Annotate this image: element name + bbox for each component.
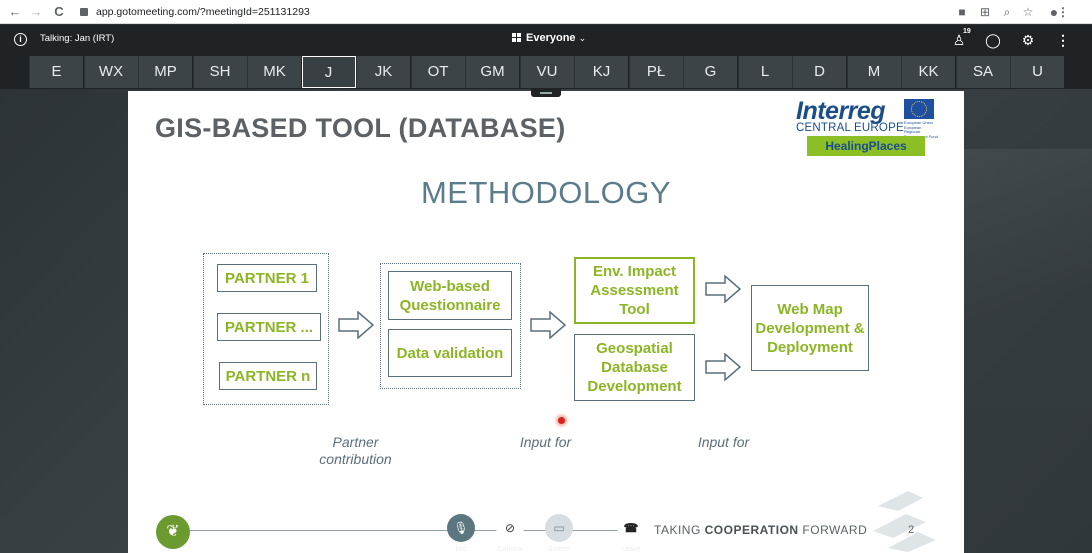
chat-icon[interactable]: ◯ xyxy=(985,32,1001,48)
flow-arrow xyxy=(705,353,741,381)
grid-icon xyxy=(512,33,521,42)
audience-selector[interactable]: Everyone ⌄ xyxy=(512,32,586,44)
participant-tile[interactable]: U xyxy=(1010,56,1064,88)
camera-off-button[interactable]: ⊘ xyxy=(496,514,524,542)
validation-box: Data validation xyxy=(388,329,512,377)
camera-label: Camera xyxy=(497,546,523,553)
partner-box: PARTNER 1 xyxy=(217,264,317,292)
interreg-logo: Interreg xyxy=(796,97,886,125)
decorative-birds-icon xyxy=(873,491,936,552)
participant-tile[interactable]: VU xyxy=(519,56,574,88)
participant-tile[interactable]: KK xyxy=(901,56,955,88)
url-text: app.gotomeeting.com/?meetingId=251131293 xyxy=(96,6,310,18)
participant-tile[interactable]: WX xyxy=(83,56,138,88)
participant-tile[interactable]: MP xyxy=(138,56,192,88)
participant-tile[interactable]: SA xyxy=(955,56,1010,88)
geodatabase-box: Geospatial Database Development xyxy=(574,334,695,401)
questionnaire-box: Web-based Questionnaire xyxy=(388,271,512,320)
participant-tile[interactable]: E xyxy=(29,56,83,88)
reload-icon[interactable]: C xyxy=(54,4,64,19)
participant-tile[interactable]: J xyxy=(301,56,356,88)
collection-group xyxy=(380,263,521,389)
participant-count: 19 xyxy=(963,28,971,35)
slide-heading: METHODOLOGY xyxy=(420,175,672,210)
eu-flag-icon xyxy=(904,99,934,119)
leave-button[interactable]: ☎ xyxy=(617,514,645,542)
laser-pointer xyxy=(558,417,565,424)
browser-toolbar: ← → C app.gotomeeting.com/?meetingId=251… xyxy=(0,0,1092,24)
translate-icon[interactable]: ⊞ xyxy=(979,5,991,19)
more-icon[interactable]: ⋮ xyxy=(1056,32,1070,48)
participant-tile[interactable]: GM xyxy=(465,56,519,88)
menu-icon[interactable]: ⋮ xyxy=(1057,5,1069,19)
partner-box: PARTNER ... xyxy=(217,313,321,341)
participant-tile[interactable]: L xyxy=(737,56,792,88)
participants-icon[interactable]: ♙ xyxy=(952,32,966,48)
chevron-down-icon: ⌄ xyxy=(578,33,587,43)
forward-icon[interactable]: → xyxy=(29,4,43,19)
flow-arrow xyxy=(705,275,741,303)
participant-tile[interactable]: OT xyxy=(410,56,465,88)
slide-title: GIS-BASED TOOL (DATABASE) xyxy=(155,113,566,143)
leaf-logo-icon: ❦ xyxy=(156,515,190,549)
slide-drag-handle[interactable] xyxy=(531,89,561,97)
caption-partner: Partner contribution xyxy=(319,434,392,467)
impact-tool-box: Env. Impact Assessment Tool xyxy=(574,257,695,324)
screen-share-button[interactable]: ▭ xyxy=(545,514,573,542)
participant-tile[interactable]: PŁ xyxy=(628,56,683,88)
page-number: 2 xyxy=(908,524,915,536)
back-icon[interactable]: ← xyxy=(8,4,22,19)
participant-tile[interactable]: G xyxy=(683,56,737,88)
footer-line xyxy=(188,530,618,531)
participant-tile[interactable]: MK xyxy=(247,56,301,88)
meeting-top-bar: i Talking: Jan (IRT) Everyone ⌄ ♙ 19 ◯ ⚙… xyxy=(0,25,1092,55)
camera-icon[interactable]: ■ xyxy=(958,5,966,19)
participant-tile[interactable]: JK xyxy=(356,56,410,88)
partners-group xyxy=(203,253,329,405)
flow-arrow xyxy=(530,311,566,339)
participant-tile[interactable]: D xyxy=(792,56,846,88)
shared-slide: GIS-BASED TOOL (DATABASE) Interreg CENTR… xyxy=(128,91,964,553)
zoom-icon[interactable]: ⌕ xyxy=(1003,5,1011,19)
webmap-box: Web Map Development & Deployment xyxy=(751,285,869,371)
leave-label: Leave xyxy=(621,546,641,553)
flow-arrow xyxy=(338,311,374,339)
lock-icon xyxy=(80,8,88,16)
caption-input: Input for xyxy=(697,434,750,450)
talking-indicator: Talking: Jan (IRT) xyxy=(40,33,115,44)
partner-box: PARTNER n xyxy=(219,362,317,390)
address-bar[interactable]: app.gotomeeting.com/?meetingId=251131293 xyxy=(80,3,310,21)
project-badge: HealingPlaces xyxy=(807,136,925,156)
participant-tile[interactable]: SH xyxy=(192,56,247,88)
screen-label: Screen xyxy=(547,546,571,553)
mic-label: Mic xyxy=(455,546,467,553)
mic-button[interactable]: 🎙 xyxy=(447,514,475,542)
logo-program: CENTRAL EUROPE xyxy=(796,122,904,134)
caption-input: Input for xyxy=(519,434,572,450)
info-icon[interactable]: i xyxy=(14,33,27,46)
star-icon[interactable]: ☆ xyxy=(1022,5,1034,19)
participant-tile[interactable]: M xyxy=(846,56,901,88)
account-icon[interactable]: ● xyxy=(1049,4,1059,20)
gear-icon[interactable]: ⚙ xyxy=(1021,32,1035,48)
footer-tagline: TAKING COOPERATION FORWARD xyxy=(654,523,868,537)
audience-label: Everyone xyxy=(526,32,576,44)
participant-tile[interactable]: KJ xyxy=(574,56,628,88)
